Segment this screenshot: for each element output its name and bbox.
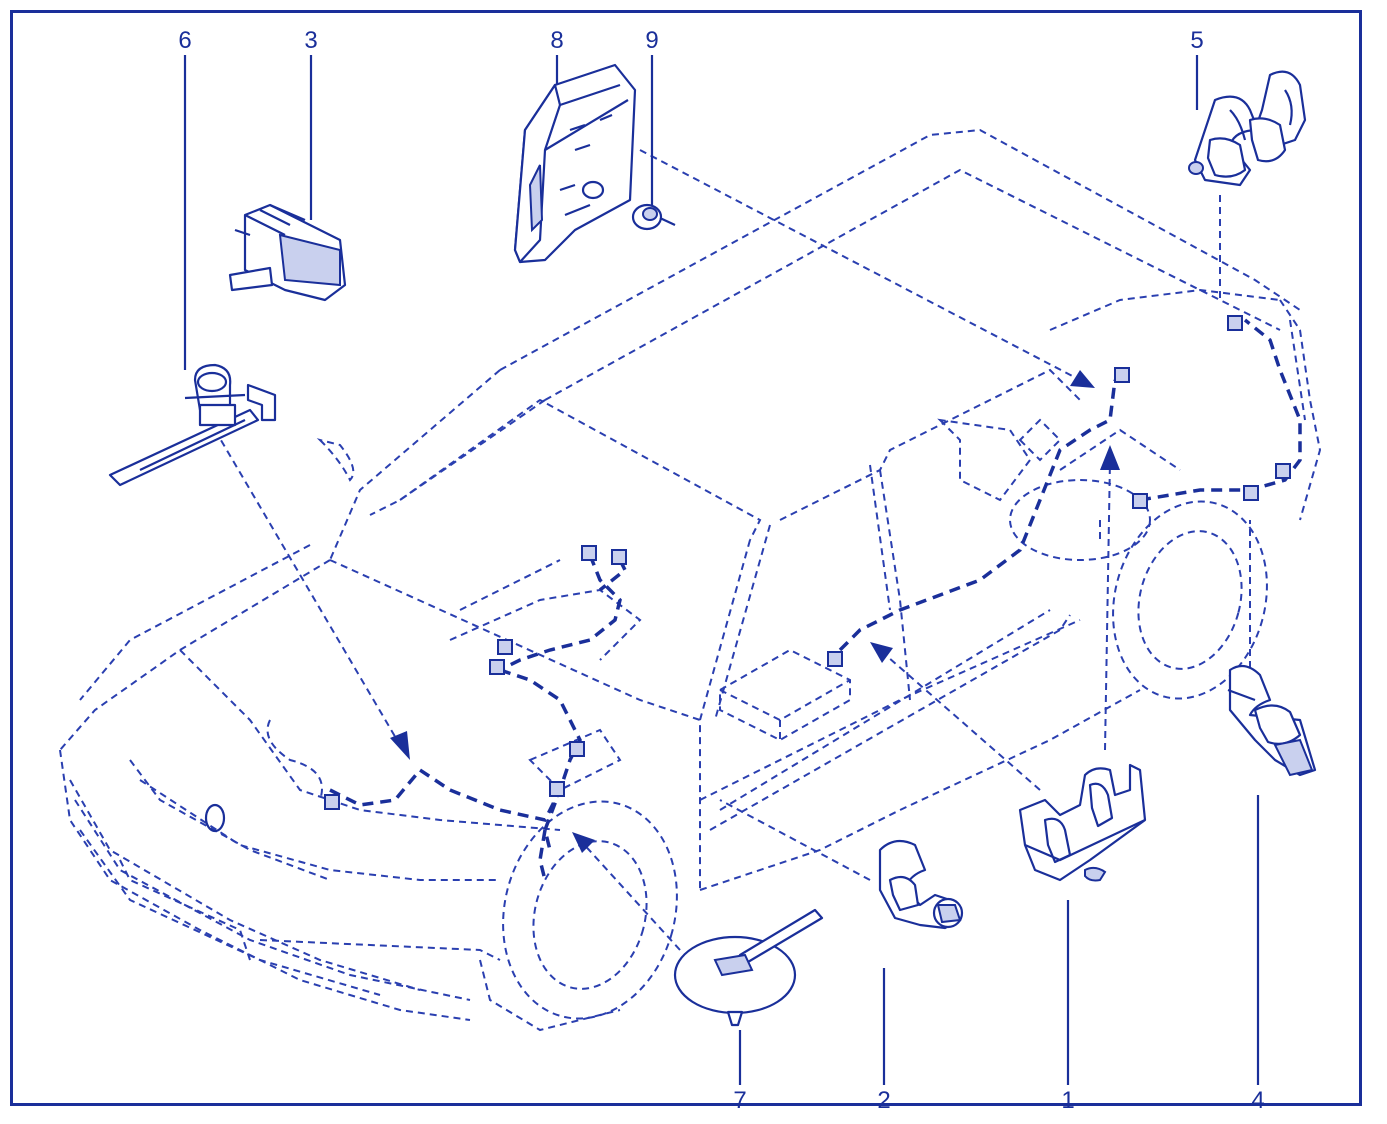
clip-marker <box>569 741 585 757</box>
part-2-clip <box>878 839 964 930</box>
clip-marker <box>1275 463 1291 479</box>
part-5-double-clip <box>1188 70 1307 187</box>
part-6-cable-tie <box>108 363 277 487</box>
wiring-harness <box>329 318 1302 881</box>
callout-6: 6 <box>178 27 191 54</box>
car-body-outline <box>59 128 1322 1032</box>
callout-9: 9 <box>645 27 658 54</box>
part-1-clip-channel <box>1018 763 1147 882</box>
callout-7: 7 <box>733 1087 746 1114</box>
diagram-frame <box>10 10 1362 1106</box>
callout-2: 2 <box>877 1087 890 1114</box>
clip-marker <box>324 794 340 810</box>
part-4-clip <box>1227 664 1317 777</box>
callout-numbers: 6 3 8 9 5 7 2 1 4 <box>178 27 1264 1114</box>
part-7-tie-disc <box>673 908 824 1027</box>
part-9-nut <box>631 203 676 231</box>
part-3-connector <box>228 203 347 302</box>
clip-marker <box>581 545 597 561</box>
clip-marker <box>1227 315 1243 331</box>
callout-leaders <box>183 55 1260 1085</box>
callout-3: 3 <box>304 27 317 54</box>
callout-5: 5 <box>1190 27 1203 54</box>
callout-1: 1 <box>1061 1087 1074 1114</box>
clip-marker <box>489 659 505 675</box>
clip-marker <box>1114 367 1130 383</box>
clip-marker <box>1132 493 1148 509</box>
clip-marker <box>497 639 513 655</box>
pointer-lines <box>214 149 1251 951</box>
clip-marker <box>549 781 565 797</box>
clip-marker <box>1243 485 1259 501</box>
clip-marker <box>611 549 627 565</box>
part-8-cover <box>513 63 637 264</box>
callout-4: 4 <box>1251 1087 1264 1114</box>
clip-marker <box>827 651 843 667</box>
callout-8: 8 <box>550 27 563 54</box>
clip-markers <box>324 315 1291 810</box>
